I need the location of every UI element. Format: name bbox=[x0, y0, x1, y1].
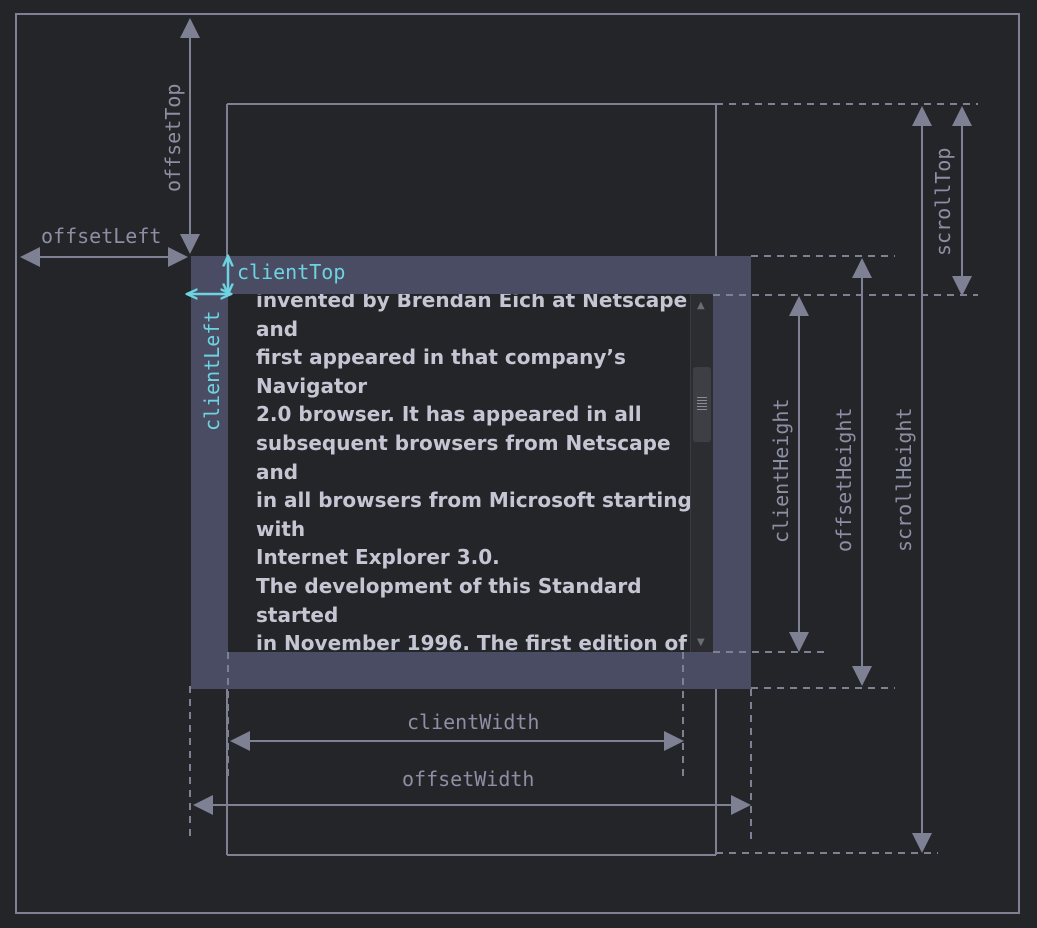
scrolled-content-text: invented by Brendan Eich at Netscape and… bbox=[256, 294, 692, 652]
scroll-down-arrow-icon[interactable]: ▼ bbox=[697, 637, 705, 648]
thumb-grip-icon bbox=[697, 397, 707, 411]
offset-width-label: offsetWidth bbox=[402, 767, 534, 791]
outer-frame bbox=[15, 13, 1020, 914]
client-width-label: clientWidth bbox=[407, 710, 539, 734]
client-top-label: clientTop bbox=[237, 260, 345, 284]
scroll-top-label: scrollTop bbox=[931, 148, 955, 256]
element-content-area[interactable]: invented by Brendan Eich at Netscape and… bbox=[228, 294, 713, 652]
vertical-scrollbar[interactable]: ▲ ▼ bbox=[690, 294, 713, 652]
offset-height-label: offsetHeight bbox=[832, 408, 856, 553]
client-height-label: clientHeight bbox=[769, 399, 793, 544]
scroll-up-arrow-icon[interactable]: ▲ bbox=[697, 300, 705, 311]
client-left-label: clientLeft bbox=[200, 311, 224, 431]
scroll-height-label: scrollHeight bbox=[892, 408, 916, 553]
offset-top-label: offsetTop bbox=[161, 84, 185, 192]
offset-left-label: offsetLeft bbox=[41, 224, 161, 248]
scrollbar-thumb[interactable] bbox=[693, 367, 711, 442]
